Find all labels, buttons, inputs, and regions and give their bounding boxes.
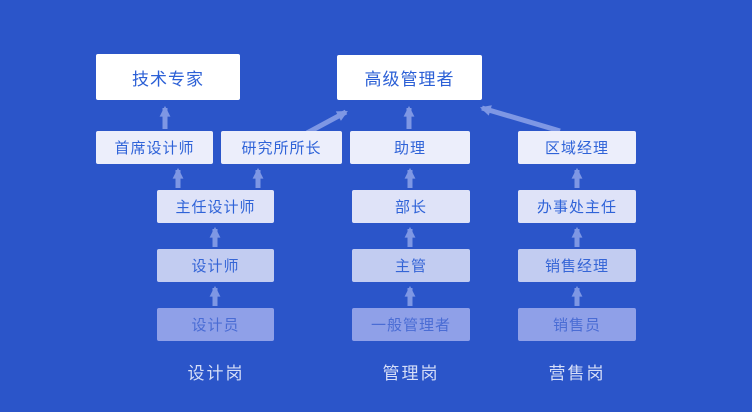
node-supervisor: 主管 (352, 249, 470, 282)
node-institute-director: 研究所所长 (221, 131, 342, 164)
node-department-head: 部长 (352, 190, 470, 223)
column-label-management: 管理岗 (382, 364, 440, 383)
node-salesperson: 销售员 (518, 308, 636, 341)
node-senior-manager: 高级管理者 (337, 55, 482, 100)
node-regional-manager: 区域经理 (518, 131, 636, 164)
node-draftsman: 设计员 (157, 308, 274, 341)
column-label-sales: 营售岗 (548, 364, 606, 383)
node-chief-designer: 首席设计师 (96, 131, 213, 164)
node-designer: 设计师 (157, 249, 274, 282)
node-director-designer: 主任设计师 (157, 190, 274, 223)
arrow-institute-director-to-senior-manager (305, 109, 348, 136)
column-label-design: 设计岗 (187, 364, 245, 383)
node-assistant: 助理 (350, 131, 470, 164)
node-office-director: 办事处主任 (518, 190, 636, 223)
node-general-manager: 一般管理者 (352, 308, 470, 341)
node-sales-manager: 销售经理 (518, 249, 636, 282)
node-tech-expert: 技术专家 (96, 54, 240, 100)
arrow-regional-manager-to-senior-manager (479, 105, 561, 134)
